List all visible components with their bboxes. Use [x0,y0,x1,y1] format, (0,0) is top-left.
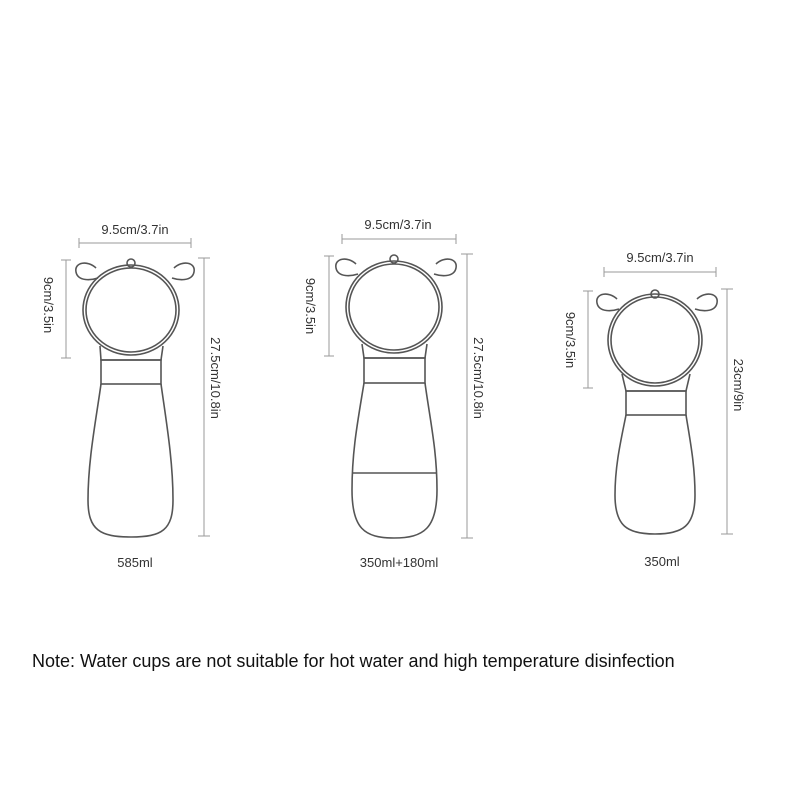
heart-ear-icon [75,262,99,281]
total-height-label: 27.5cm/10.8in [208,337,223,419]
total-height-label: 23cm/9in [731,359,746,412]
capacity-label: 350ml+180ml [360,555,439,570]
heart-ear-icon [171,262,195,281]
heart-ear-icon [433,258,457,277]
width-label: 9.5cm/3.7in [364,217,431,232]
capacity-label: 585ml [117,555,153,570]
hang-loop-icon [389,254,399,264]
capacity-label: 350ml [644,554,680,569]
total-height-label: 27.5cm/10.8in [471,337,486,419]
heart-ear-icon [596,293,620,312]
width-label: 9.5cm/3.7in [101,222,168,237]
bottle-350ml-180ml: 9.5cm/3.7in 9cm/3.5in 27.5cm/10.8in 350m… [303,217,486,570]
heart-ear-icon [694,293,718,312]
head-height-label: 9cm/3.5in [563,312,578,368]
head-height-label: 9cm/3.5in [41,277,56,333]
disclaimer-note: Note: Water cups are not suitable for ho… [32,651,675,671]
width-label: 9.5cm/3.7in [626,250,693,265]
bottle-350ml: 9.5cm/3.7in 9cm/3.5in 23cm/9in 350ml [563,250,746,569]
heart-ear-icon [335,258,359,277]
bottle-585ml: 9.5cm/3.7in 9cm/3.5in 27.5cm/10.8in 585m… [41,222,223,570]
hang-loop-icon [126,258,136,268]
head-height-label: 9cm/3.5in [303,278,318,334]
